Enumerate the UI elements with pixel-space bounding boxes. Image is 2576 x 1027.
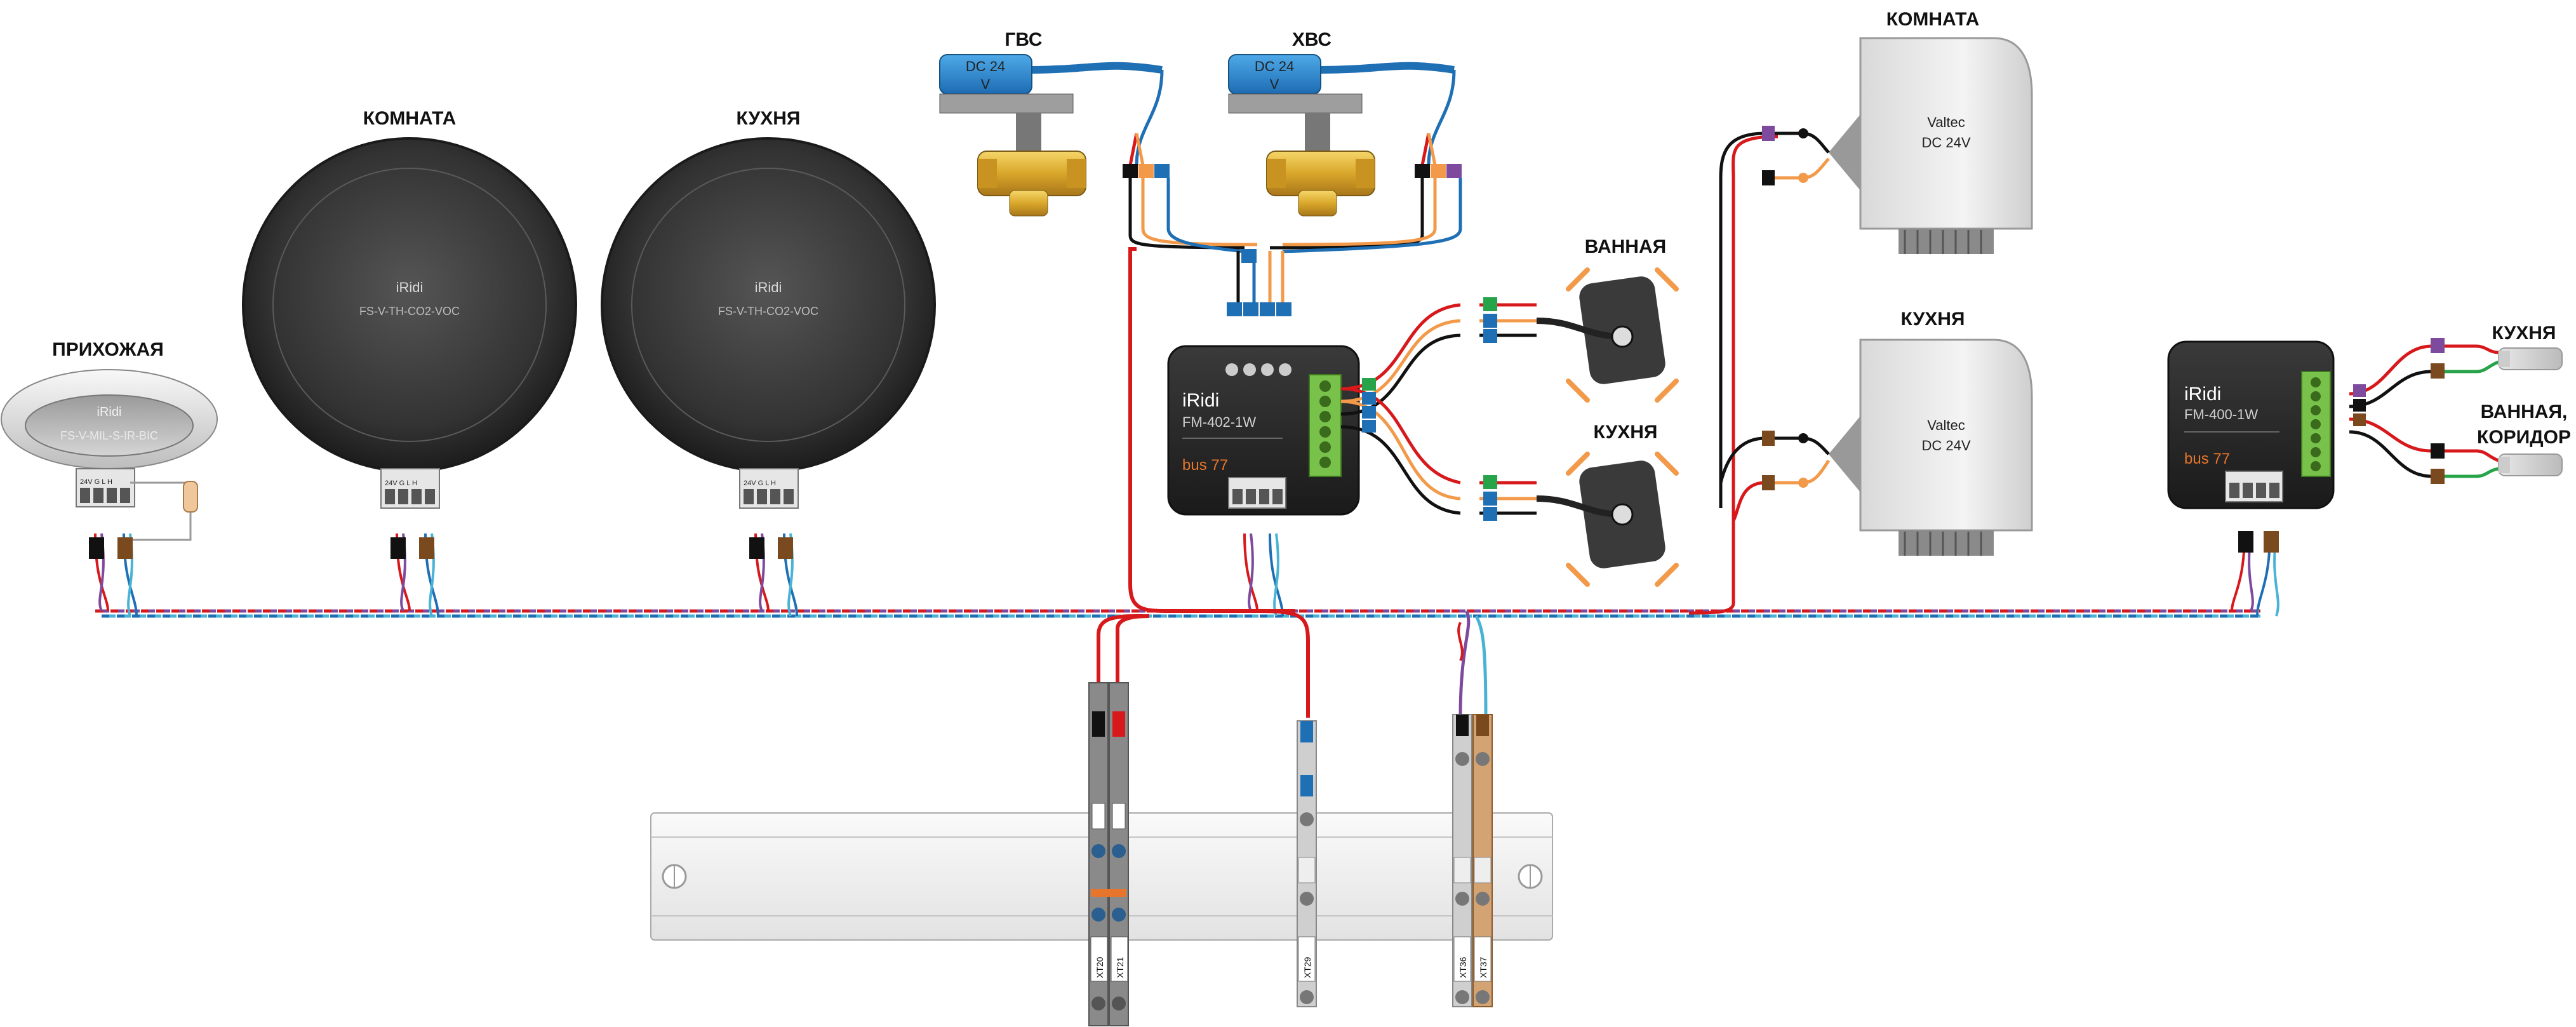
valve-wiring	[1128, 69, 1462, 305]
label-kukhnya-actuator: КУХНЯ	[1901, 309, 1965, 330]
sensor-komnata-model: FS-V-TH-CO2-VOC	[359, 305, 460, 318]
terminal-xt29-label: XT29	[1302, 957, 1312, 978]
label-vannaya-right-2: КОРИДОР	[2477, 427, 2571, 448]
thermal-actuator-vannaya	[2498, 453, 2563, 476]
label-gvs: ГВС	[1004, 29, 1042, 50]
actuator-komnata-voltage: DC 24V	[1921, 135, 1970, 151]
actuator-komnata: Valtec DC 24V	[1829, 37, 2033, 254]
label-kukhnya-sensor: КУХНЯ	[737, 108, 801, 129]
sensor-komnata-brand: iRidi	[396, 279, 424, 295]
module-fm402-model: FM-402-1W	[1182, 414, 1256, 430]
terminal-xt37-label: XT37	[1478, 957, 1488, 978]
sensor-ferrules	[89, 531, 2279, 559]
floor-valve-vannaya	[1536, 267, 1679, 403]
valve-tags	[1123, 164, 1462, 316]
svg-text:24V G L H: 24V G L H	[385, 480, 417, 487]
svg-text:24V G L H: 24V G L H	[80, 478, 112, 486]
floor-valve-kukhnya	[1536, 452, 1679, 587]
sensor-prikhozhaya-brand: iRidi	[97, 405, 122, 419]
label-vannaya-right-1: ВАННАЯ,	[2481, 401, 2568, 422]
actuator-kukhnya-voltage: DC 24V	[1921, 438, 1970, 453]
label-hvs: ХВС	[1292, 29, 1331, 50]
module-fm402-bus: bus 77	[1182, 457, 1228, 474]
actuator-kukhnya: Valtec DC 24V	[1829, 339, 2033, 556]
module-fm400-brand: iRidi	[2184, 384, 2221, 405]
terminal-xt29: XT29	[1297, 720, 1317, 1007]
sensor-kukhnya-model: FS-V-TH-CO2-VOC	[718, 305, 818, 318]
valve-gvs-voltage: DC 24	[966, 58, 1005, 74]
module-fm402-brand: iRidi	[1182, 390, 1219, 411]
terminal-xt36-xt37: XT36 XT37	[1452, 610, 1493, 1007]
module-fm400: iRidi FM-400-1W bus 77	[2167, 340, 2335, 509]
actuator-tags	[1762, 126, 1808, 490]
module-fm400-model: FM-400-1W	[2184, 406, 2258, 422]
label-vannaya-valve: ВАННАЯ	[1585, 236, 1666, 257]
label-kukhnya-right: КУХНЯ	[2492, 323, 2556, 344]
label-prikhozhaya: ПРИХОЖАЯ	[52, 339, 164, 360]
fm402-output-tags	[1362, 297, 1497, 521]
valve-hvs-voltage: DC 24	[1255, 58, 1294, 74]
thermal-actuator-kukhnya	[2498, 347, 2563, 370]
label-komnata-actuator: КОМНАТА	[1886, 9, 1980, 30]
module-fm402: iRidi FM-402-1W bus 77	[1167, 345, 1360, 516]
terminal-xt20-xt21: XT20 XT21	[1088, 682, 1129, 1026]
module-fm400-bus: bus 77	[2184, 450, 2230, 467]
terminal-xt21-label: XT21	[1115, 957, 1125, 978]
terminal-xt20-label: XT20	[1095, 957, 1105, 978]
valve-gvs: DC 24 V	[939, 54, 1163, 217]
sensor-kukhnya: iRidi FS-V-TH-CO2-VOC 24V G L H	[601, 137, 936, 509]
terminal-xt36-label: XT36	[1458, 957, 1468, 978]
sensor-kukhnya-brand: iRidi	[755, 279, 782, 295]
sensor-prikhozhaya: iRidi FS-V-MIL-S-IR-BIC 24V G L H	[1, 369, 218, 541]
label-komnata-sensor: КОМНАТА	[363, 108, 457, 129]
valve-hvs-unit: V	[1270, 76, 1279, 92]
valve-hvs: DC 24 V	[1228, 54, 1455, 217]
actuator-kukhnya-brand: Valtec	[1927, 417, 1965, 433]
fm400-output-tags	[2353, 338, 2445, 484]
svg-text:24V G L H: 24V G L H	[744, 480, 776, 487]
actuator-komnata-brand: Valtec	[1927, 114, 1965, 130]
label-kukhnya-valve: КУХНЯ	[1594, 422, 1658, 443]
sensor-komnata: iRidi FS-V-TH-CO2-VOC 24V G L H	[242, 137, 577, 509]
valve-gvs-unit: V	[981, 76, 991, 92]
sensor-prikhozhaya-model: FS-V-MIL-S-IR-BIC	[60, 429, 158, 442]
fm400-outputs	[2349, 344, 2499, 478]
actuator-wiring	[1688, 131, 1831, 615]
